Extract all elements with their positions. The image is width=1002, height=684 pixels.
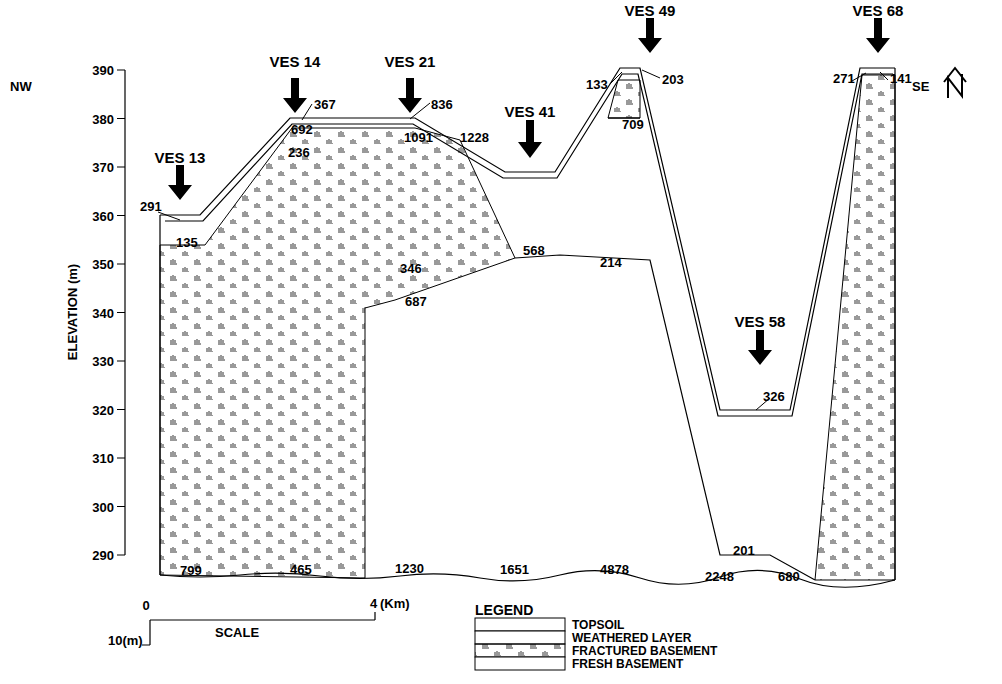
resistivity-value: 1651 <box>500 563 529 576</box>
elevation-tick: 340 <box>92 306 114 319</box>
elevation-tick: 370 <box>92 161 114 174</box>
elevation-tick: 300 <box>92 500 114 513</box>
resistivity-value: 367 <box>314 98 336 111</box>
scale-title: SCALE <box>215 626 259 639</box>
legend-text: WEATHERED LAYER <box>572 632 691 644</box>
ves-label: VES 13 <box>155 150 206 165</box>
direction-label: SE <box>912 80 929 93</box>
legend-title: LEGEND <box>475 603 533 617</box>
legend-sample <box>475 618 565 631</box>
elevation-tick: 290 <box>92 549 114 562</box>
resistivity-value: 236 <box>288 146 310 159</box>
legend-text: FRACTURED BASEMENT <box>572 645 717 657</box>
scale-label: 0 <box>142 599 149 612</box>
legend-sample <box>475 644 565 657</box>
resistivity-value: 291 <box>140 200 162 213</box>
elevation-tick: 360 <box>92 209 114 222</box>
scale-label: (Km) <box>380 597 410 610</box>
ves-label: VES 14 <box>270 54 321 69</box>
ves-label: VES 68 <box>853 3 904 18</box>
elevation-tick: 330 <box>92 355 114 368</box>
resistivity-value: 687 <box>405 295 427 308</box>
ves-label: VES 21 <box>385 54 436 69</box>
elevation-tick: 380 <box>92 112 114 125</box>
resistivity-value: 201 <box>733 544 755 557</box>
resistivity-value: 799 <box>180 564 202 577</box>
legend-sample <box>475 657 565 670</box>
resistivity-value: 346 <box>400 262 422 275</box>
resistivity-value: 692 <box>291 123 313 136</box>
ves-label: VES 41 <box>505 104 556 119</box>
legend-text: FRESH BASEMENT <box>572 658 683 670</box>
resistivity-value: 135 <box>176 236 198 249</box>
resistivity-value: 2248 <box>705 570 734 583</box>
resistivity-value: 836 <box>431 98 453 111</box>
legend-sample <box>475 631 565 644</box>
resistivity-value: 133 <box>586 78 608 91</box>
resistivity-value: 680 <box>778 570 800 583</box>
resistivity-value: 326 <box>763 390 785 403</box>
resistivity-value: 568 <box>523 244 545 257</box>
ves-label: VES 58 <box>735 314 786 329</box>
direction-label: NW <box>10 80 32 93</box>
resistivity-value: 465 <box>290 563 312 576</box>
resistivity-value: 709 <box>622 118 644 131</box>
resistivity-value: 4878 <box>600 563 629 576</box>
elevation-tick: 320 <box>92 403 114 416</box>
resistivity-value: 1228 <box>460 131 489 144</box>
elevation-tick: 310 <box>92 452 114 465</box>
resistivity-value: 1091 <box>404 131 433 144</box>
elevation-tick: 390 <box>92 64 114 77</box>
resistivity-value: 214 <box>600 256 622 269</box>
ves-label: VES 49 <box>625 3 676 18</box>
scale-label: 10(m) <box>108 634 143 647</box>
legend-text: TOPSOIL <box>572 619 624 631</box>
resistivity-value: 1230 <box>395 562 424 575</box>
resistivity-value: 203 <box>662 73 684 86</box>
elevation-tick: 350 <box>92 258 114 271</box>
resistivity-value: 271 <box>833 72 855 85</box>
axis-title: ELEVATION (m) <box>66 264 79 360</box>
resistivity-value: 141 <box>890 72 912 85</box>
scale-label: 4 <box>370 597 377 610</box>
